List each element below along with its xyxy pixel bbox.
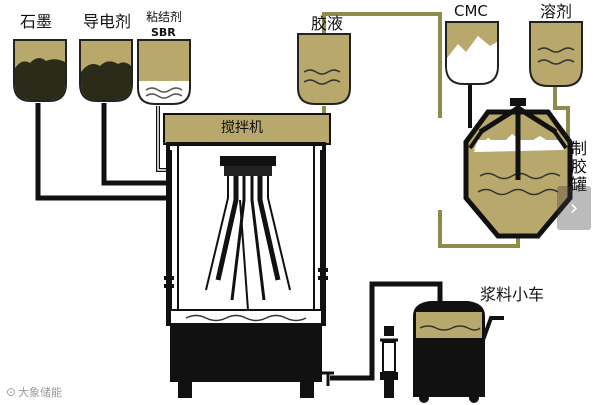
glue-return-pipe — [438, 210, 520, 248]
mixer-label: 搅拌机 — [221, 120, 263, 136]
solvent-tank — [529, 21, 583, 87]
sbr-label: SBR — [151, 26, 176, 39]
glue-tank — [463, 98, 573, 239]
conductive-agent-tank — [79, 39, 133, 102]
slurry-cart-handle — [481, 316, 504, 341]
mixer — [163, 113, 331, 398]
chevron-right-icon: › — [569, 195, 579, 221]
binder-label: 粘结剂 — [146, 10, 183, 24]
glue-liquid-tank — [297, 33, 351, 105]
sbr-tank — [137, 39, 191, 105]
slurry-cart-label: 浆料小车 — [480, 285, 545, 304]
glue-tank-label: 制胶罐 — [571, 139, 588, 194]
cmc-tank — [445, 21, 499, 85]
graphite-label: 石墨 — [20, 12, 53, 31]
slurry-cart — [413, 301, 485, 403]
next-image-button[interactable]: › — [557, 186, 591, 230]
glue-liquid-label: 胶液 — [311, 14, 344, 33]
conductive-agent-label: 导电剂 — [83, 12, 132, 31]
slurry-pipe — [330, 281, 443, 381]
graphite-tank — [13, 39, 67, 102]
conductive-agent-pipe — [101, 103, 170, 186]
watermark-text: 大象储能 — [18, 386, 63, 399]
glue-supply-pipe — [322, 12, 442, 118]
outlet-valve — [322, 371, 334, 386]
solvent-pipe — [553, 86, 570, 148]
filter — [380, 326, 398, 398]
graphite-pipe — [35, 103, 170, 201]
watermark: ⊙ 大象储能 — [6, 384, 62, 400]
solvent-label: 溶剂 — [540, 2, 573, 21]
cmc-label: CMC — [454, 2, 488, 20]
watermark-logo-icon: ⊙ — [6, 385, 17, 399]
